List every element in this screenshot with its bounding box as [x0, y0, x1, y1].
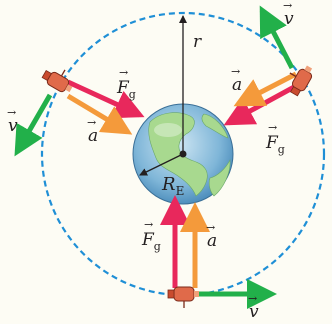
left-force-vec: →: [119, 66, 128, 79]
left-accel-vec: →: [87, 116, 96, 129]
earth-radius-label: RE: [161, 174, 184, 198]
radius-label: r: [193, 32, 202, 52]
satellite-icon: [167, 286, 199, 308]
bottom-accel-label: a: [207, 231, 217, 251]
left-velocity-vec: →: [7, 106, 16, 119]
bottom-velocity-vec: →: [248, 292, 257, 305]
right-accel-label: a: [232, 75, 242, 95]
bottom-force-vec: →: [144, 218, 153, 231]
left-velocity-arrow: [14, 93, 53, 157]
right-accel-arrow: [233, 71, 298, 107]
right-force-label: Fg: [265, 133, 285, 156]
left-velocity-label: v: [8, 116, 18, 136]
right-velocity-vec: →: [283, 0, 292, 12]
right-force-vec: →: [268, 121, 277, 134]
earth-radius-line: [139, 153, 184, 176]
bottom-force-label: Fg: [141, 230, 161, 253]
earth-center-dot: [179, 150, 187, 158]
left-force-label: Fg: [116, 78, 136, 101]
right-velocity-label: v: [284, 9, 294, 29]
right-velocity-arrow: [259, 5, 295, 70]
left-accel-arrow: [66, 93, 133, 135]
satellite-icon: [41, 69, 73, 93]
bottom-velocity-label: v: [249, 302, 259, 322]
bottom-accel-vec: →: [206, 221, 215, 234]
satellite-icon: [289, 65, 313, 97]
left-accel-label: a: [88, 126, 98, 146]
right-accel-vec: →: [231, 65, 240, 78]
